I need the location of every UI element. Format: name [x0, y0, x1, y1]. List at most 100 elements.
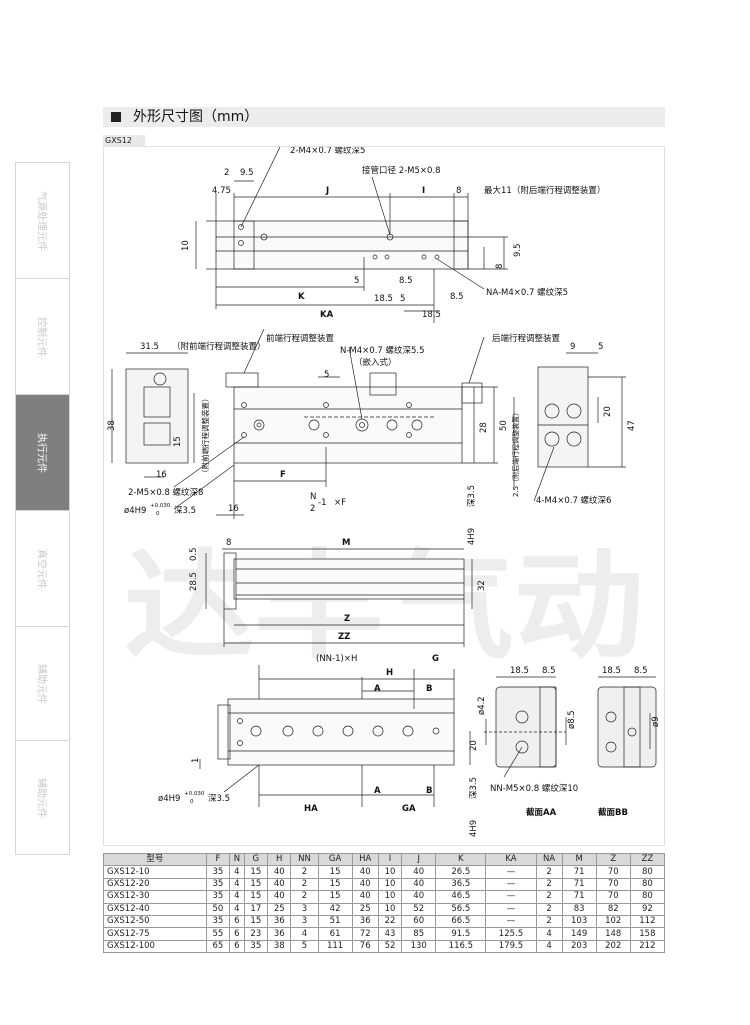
- table-header-cell: NN: [290, 852, 319, 867]
- dim-text: 5: [324, 370, 329, 380]
- table-cell: —: [485, 890, 537, 904]
- table-cell: 202: [595, 939, 631, 954]
- side-tab-auxiliary-2[interactable]: 辅助元件: [16, 741, 69, 854]
- bullet-square-icon: [111, 112, 121, 122]
- dim-label-m: M: [342, 538, 350, 548]
- table-cell: 4: [535, 939, 563, 954]
- table-cell: 70: [595, 865, 631, 879]
- table-cell: 10: [377, 865, 403, 879]
- table-header-cell: ZZ: [629, 852, 666, 867]
- side-tab-control[interactable]: 控制元件: [16, 279, 69, 395]
- model-cell: GXS12-20: [103, 877, 207, 892]
- side-navigation: 气源处理元件 控制元件 执行元件 真空元件 辅助元件 辅助元件: [15, 162, 70, 855]
- table-cell: 72: [351, 927, 379, 941]
- dim-text: 16: [156, 470, 167, 480]
- table-cell: 22: [377, 914, 403, 929]
- table-cell: 130: [401, 939, 437, 954]
- table-cell: 35: [205, 865, 231, 879]
- dim-label-j: J: [325, 186, 329, 196]
- table-cell: 46.5: [435, 890, 487, 904]
- dim-label-g: G: [432, 654, 439, 664]
- table-cell: 2: [535, 902, 563, 916]
- table-header-cell: NA: [535, 852, 563, 867]
- dim-text: 5: [400, 294, 405, 304]
- table-cell: 71: [561, 877, 597, 892]
- table-cell: 83: [561, 902, 597, 916]
- dim-label-i: I: [422, 186, 425, 196]
- dim-text: 9.5: [513, 243, 523, 257]
- table-cell: 111: [317, 939, 353, 954]
- table-cell: 3: [290, 914, 319, 929]
- table-cell: 10: [377, 877, 403, 892]
- table-header-cell: J: [401, 852, 437, 867]
- formula-text: (NN-1)×H: [316, 654, 357, 664]
- dim-text: 28.5: [189, 572, 199, 591]
- dim-text: 47: [627, 420, 637, 431]
- table-cell: 179.5: [485, 939, 537, 954]
- dim-text: 8: [495, 264, 505, 269]
- callout-text: 接管口径 2-M5×0.8: [362, 165, 441, 176]
- table-header-cell: GA: [317, 852, 353, 867]
- table-cell: 15: [317, 890, 353, 904]
- dim-text: 2: [224, 168, 229, 178]
- section-title: 外形尺寸图（mm）: [133, 109, 259, 125]
- dim-text: 28: [479, 422, 489, 433]
- dim-text: 38: [107, 420, 117, 431]
- table-cell: 50: [205, 902, 231, 916]
- table-cell: 3: [290, 902, 319, 916]
- table-cell: 15: [317, 865, 353, 879]
- table-cell: 40: [401, 890, 437, 904]
- side-tab-auxiliary[interactable]: 辅助元件: [16, 627, 69, 741]
- table-cell: 36.5: [435, 877, 487, 892]
- dim-text: 18.5: [422, 310, 441, 320]
- note-text: （附前端行程调整装置）: [172, 341, 266, 352]
- dim-text: 31.5: [140, 342, 159, 352]
- table-cell: —: [485, 877, 537, 892]
- table-cell: 38: [267, 939, 292, 954]
- section-marker-a: A: [374, 786, 381, 796]
- table-cell: 35: [205, 877, 231, 892]
- table-cell: 76: [351, 939, 379, 954]
- side-tab-label: 辅助元件: [35, 777, 46, 818]
- dim-text: 9: [570, 342, 575, 352]
- note-text: 前端行程调整装置: [266, 333, 335, 344]
- dim-text: 8: [456, 186, 461, 196]
- side-tab-vacuum[interactable]: 真空元件: [16, 511, 69, 627]
- dim-label-f: F: [280, 470, 286, 480]
- side-tab-air-treatment[interactable]: 气源处理元件: [16, 163, 69, 279]
- dim-text: 9.5: [240, 168, 254, 178]
- depth-text: 深3.5: [174, 506, 196, 516]
- dim-text: 18.5: [602, 666, 621, 676]
- side-tab-actuator[interactable]: 执行元件: [16, 395, 69, 511]
- dim-text: 0.5: [189, 547, 199, 561]
- table-cell: 102: [595, 914, 631, 929]
- dim-label-k: K: [298, 292, 305, 302]
- table-cell: 10: [377, 902, 403, 916]
- table-cell: 149: [561, 927, 597, 941]
- table-cell: 65: [205, 939, 231, 954]
- dim-text: 50: [499, 420, 509, 431]
- table-cell: 112: [629, 914, 666, 929]
- table-cell: 71: [561, 890, 597, 904]
- table-cell: 26.5: [435, 865, 487, 879]
- dim-label-ka: KA: [320, 310, 334, 320]
- tolerance-label: ø4H9: [158, 794, 180, 804]
- table-cell: 2: [290, 877, 319, 892]
- dim-text: 8.5: [399, 276, 413, 286]
- table-cell: 203: [561, 939, 597, 954]
- side-tab-label: 控制元件: [35, 316, 46, 357]
- table-cell: 15: [243, 877, 269, 892]
- watermark-text: 达丰气动: [124, 537, 644, 675]
- section-marker-b: B: [426, 786, 432, 796]
- dim-text: 10: [181, 240, 191, 251]
- table-cell: 17: [243, 902, 269, 916]
- callout-text: 4-M4×0.7 螺纹深6: [536, 495, 611, 506]
- table-cell: 60: [401, 914, 437, 929]
- section-marker-a: A: [374, 684, 381, 694]
- table-cell: 91.5: [435, 927, 487, 941]
- side-tab-label: 执行元件: [35, 432, 46, 473]
